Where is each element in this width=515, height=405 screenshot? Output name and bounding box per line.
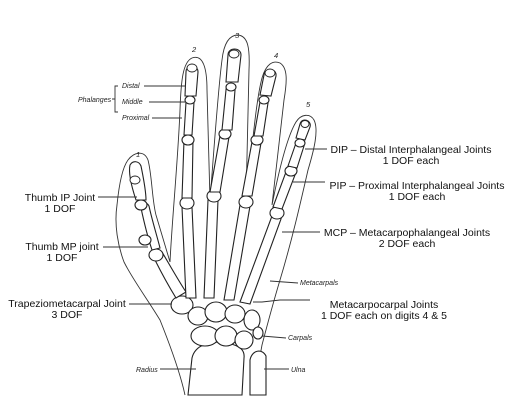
carpal-bones — [170, 295, 264, 350]
phalanges-group-label: Phalanges — [78, 97, 112, 104]
radius-label: Radius — [136, 367, 158, 374]
thumb-ip-joint-name: Thumb IP Joint — [25, 192, 96, 204]
dip-joints-name: DIP – Distal Interphalangeal Joints — [331, 144, 492, 156]
digit-number-3: 3 — [235, 31, 240, 40]
dip-joints-dof: 1 DOF each — [383, 155, 440, 167]
digit-3-bones — [203, 48, 242, 299]
metacarpocarpal-joints-callout: Metacarpocarpal Joints 1 DOF each on dig… — [253, 299, 447, 322]
mcp-joints-dof: 2 DOF each — [379, 238, 436, 250]
thumb-mp-joint-dof: 1 DOF — [47, 252, 78, 264]
mcp-joints-name: MCP – Metacarpophalangeal Joints — [324, 227, 490, 239]
digit-1-bones — [128, 161, 187, 299]
digit-5-bones — [239, 119, 311, 305]
pip-joints-dof: 1 DOF each — [389, 191, 446, 203]
radius-bone — [187, 341, 245, 396]
digit-2-bones — [179, 63, 199, 299]
phalanx-proximal-label: Proximal — [122, 115, 150, 122]
thumb-ip-joint-callout: Thumb IP Joint 1 DOF — [25, 192, 137, 215]
pip-joints-callout: PIP – Proximal Interphalangeal Joints 1 … — [293, 180, 504, 203]
digit-number-5: 5 — [306, 100, 311, 109]
ulna-bone — [249, 350, 267, 396]
carpals-leader — [261, 335, 287, 339]
trapeziometacarpal-joint-name: Trapeziometacarpal Joint — [8, 298, 126, 310]
digit-4-bones — [223, 68, 277, 301]
thumb-ip-joint-dof: 1 DOF — [45, 203, 76, 215]
thumb-mp-joint-name: Thumb MP joint — [25, 241, 98, 253]
mcp-joints-callout: MCP – Metacarpophalangeal Joints 2 DOF e… — [282, 227, 490, 250]
metacarpocarpal-joints-name: Metacarpocarpal Joints — [330, 299, 439, 311]
ulna-label: Ulna — [291, 367, 306, 374]
metacarpals-leader — [269, 280, 299, 284]
digit-number-4: 4 — [274, 51, 278, 60]
phalanges-bracket — [112, 85, 118, 113]
pip-joints-name: PIP – Proximal Interphalangeal Joints — [330, 180, 505, 192]
phalanx-middle-label: Middle — [122, 99, 143, 106]
phalanx-distal-label: Distal — [122, 83, 140, 90]
thumb-mp-joint-callout: Thumb MP joint 1 DOF — [25, 241, 148, 264]
metacarpocarpal-joints-dof: 1 DOF each on digits 4 & 5 — [321, 310, 447, 322]
digit-number-2: 2 — [191, 45, 197, 54]
hand-outline — [115, 34, 317, 396]
dip-joints-callout: DIP – Distal Interphalangeal Joints 1 DO… — [305, 144, 491, 167]
trapeziometacarpal-joint-dof: 3 DOF — [52, 309, 83, 321]
metacarpals-label: Metacarpals — [300, 280, 339, 287]
trapeziometacarpal-joint-callout: Trapeziometacarpal Joint 3 DOF — [8, 298, 172, 321]
digit-number-1: 1 — [136, 150, 140, 159]
carpals-label: Carpals — [288, 335, 313, 342]
